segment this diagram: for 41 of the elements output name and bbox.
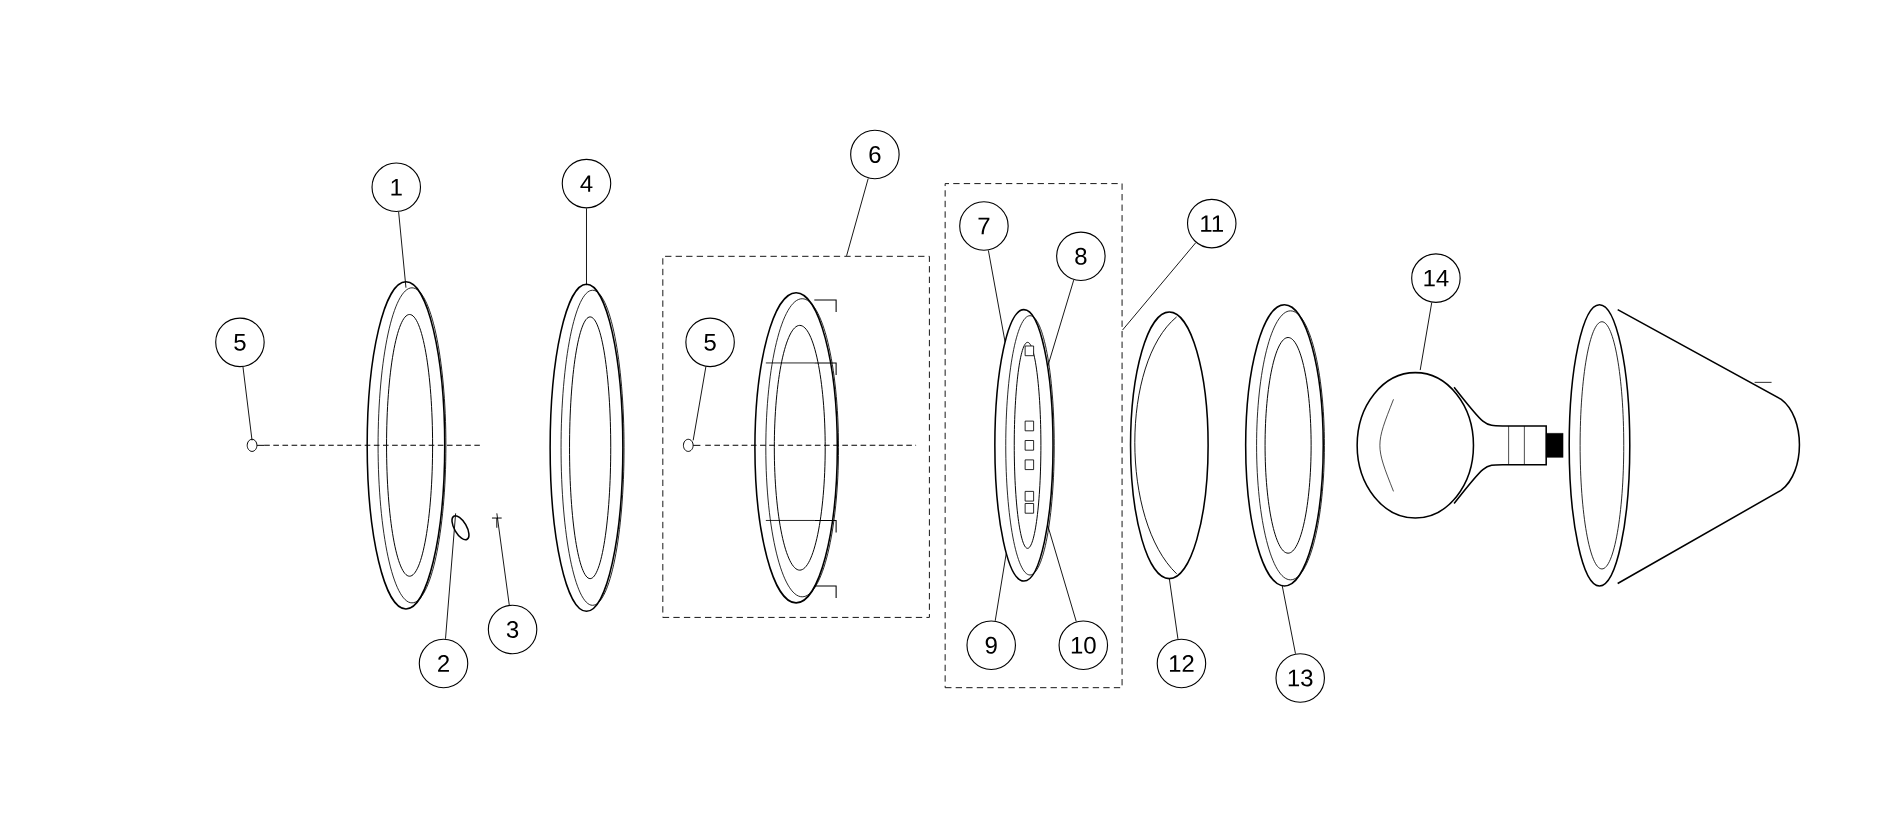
callout-number: 13 bbox=[1275, 653, 1325, 703]
dashed-group-box bbox=[662, 255, 930, 618]
callout-number: 5 bbox=[215, 317, 265, 368]
gasket-drawing bbox=[451, 515, 470, 541]
callout-number: 5 bbox=[685, 317, 735, 368]
ring-drawing bbox=[1244, 304, 1325, 587]
screw-drawing bbox=[246, 438, 265, 452]
leader-line bbox=[987, 249, 1006, 343]
leader-line bbox=[242, 366, 253, 441]
leader-line bbox=[994, 553, 1007, 622]
ring-drawing bbox=[549, 283, 625, 613]
screw-drawing bbox=[682, 438, 701, 452]
ring-drawing bbox=[366, 281, 447, 610]
leader-line bbox=[846, 177, 869, 257]
callout-number: 9 bbox=[966, 620, 1016, 671]
callout-number: 6 bbox=[850, 129, 900, 180]
leader-line bbox=[586, 207, 587, 286]
callout-number: 10 bbox=[1058, 620, 1109, 671]
dashed-group-box bbox=[944, 183, 1123, 689]
leader-line bbox=[1419, 302, 1433, 371]
bulb-drawing bbox=[1356, 371, 1564, 519]
pin-drawing bbox=[491, 517, 503, 529]
callout-number: 12 bbox=[1156, 638, 1207, 689]
callout-number: 3 bbox=[487, 604, 538, 655]
lens-drawing bbox=[1129, 311, 1209, 580]
callout-number: 7 bbox=[959, 201, 1009, 251]
leader-line bbox=[1047, 279, 1075, 367]
leader-line bbox=[692, 366, 707, 441]
callout-number: 14 bbox=[1411, 253, 1461, 303]
leader-line bbox=[1168, 578, 1179, 640]
leader-line bbox=[496, 512, 510, 606]
leader-line bbox=[1047, 524, 1077, 622]
callout-number: 2 bbox=[418, 638, 469, 689]
callout-number: 11 bbox=[1186, 198, 1237, 249]
callout-number: 1 bbox=[371, 162, 422, 213]
callout-number: 8 bbox=[1056, 231, 1106, 282]
ring-drawing bbox=[994, 308, 1055, 582]
leader-line bbox=[398, 211, 407, 289]
leader-line bbox=[1281, 584, 1296, 655]
leader-line bbox=[445, 512, 457, 640]
callout-number: 4 bbox=[561, 158, 612, 209]
